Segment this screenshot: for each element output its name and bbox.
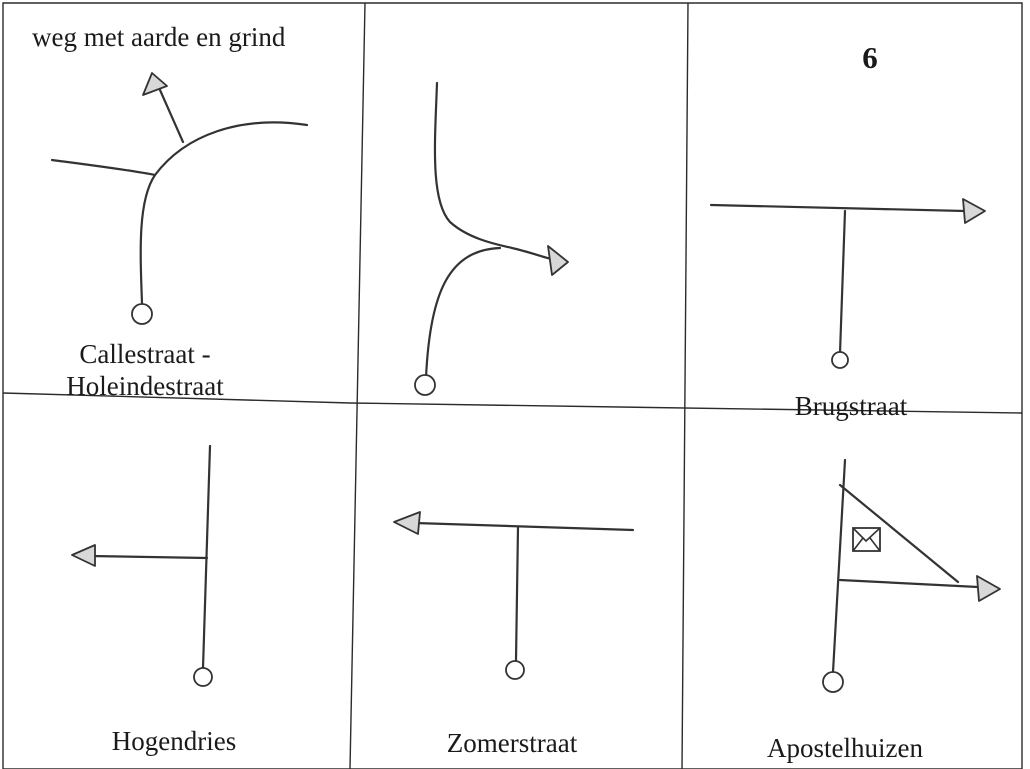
route-road [838, 209, 847, 355]
cell-label: Callestraat - [79, 339, 210, 369]
start-point [414, 374, 436, 396]
cell-label: Apostelhuizen [767, 733, 923, 763]
diagonal-road [838, 483, 960, 584]
turn-road [838, 578, 980, 589]
cell-label: Holeindestraat [66, 371, 224, 401]
turn-road [88, 554, 209, 560]
mail-envelope-icon [852, 527, 881, 552]
column-divider-1 [349, 2, 366, 769]
route-road [433, 81, 557, 262]
cell-hogendries: Hogendries [71, 444, 236, 756]
arrow-head [71, 544, 96, 567]
cell-brugstraat: 6 Brugstraat [709, 40, 986, 421]
route-road [139, 121, 309, 305]
cell-label: Brugstraat [795, 391, 908, 421]
route-road [514, 525, 520, 662]
cross-road [709, 203, 967, 213]
start-point [822, 671, 844, 693]
cell-caption: weg met aarde en grind [32, 22, 286, 52]
cell-label: Zomerstraat [447, 728, 578, 758]
route-road [831, 458, 847, 674]
start-point [131, 303, 153, 325]
cell-zomerstraat: Zomerstraat [393, 511, 635, 758]
route-diagram [50, 72, 309, 325]
side-road [50, 158, 157, 177]
arrow-head [962, 198, 986, 224]
turn-branch [158, 88, 185, 144]
step-number: 6 [862, 40, 878, 75]
arrow-head [393, 511, 421, 535]
cell-callestraat: weg met aarde en grind Callestraat - Hol… [32, 22, 309, 401]
arrow-head [976, 575, 1001, 602]
cell-label: Hogendries [112, 726, 236, 756]
column-divider-2 [681, 2, 689, 769]
cell-fork [414, 81, 569, 396]
row-divider [2, 392, 1023, 414]
arrow-head [547, 245, 569, 276]
arrow-head [142, 72, 168, 96]
start-point [193, 667, 213, 687]
cell-apostelhuizen: Apostelhuizen [767, 458, 1001, 763]
route-road [424, 246, 502, 380]
start-point [831, 351, 849, 369]
cross-road [413, 521, 635, 532]
start-point [505, 660, 525, 680]
